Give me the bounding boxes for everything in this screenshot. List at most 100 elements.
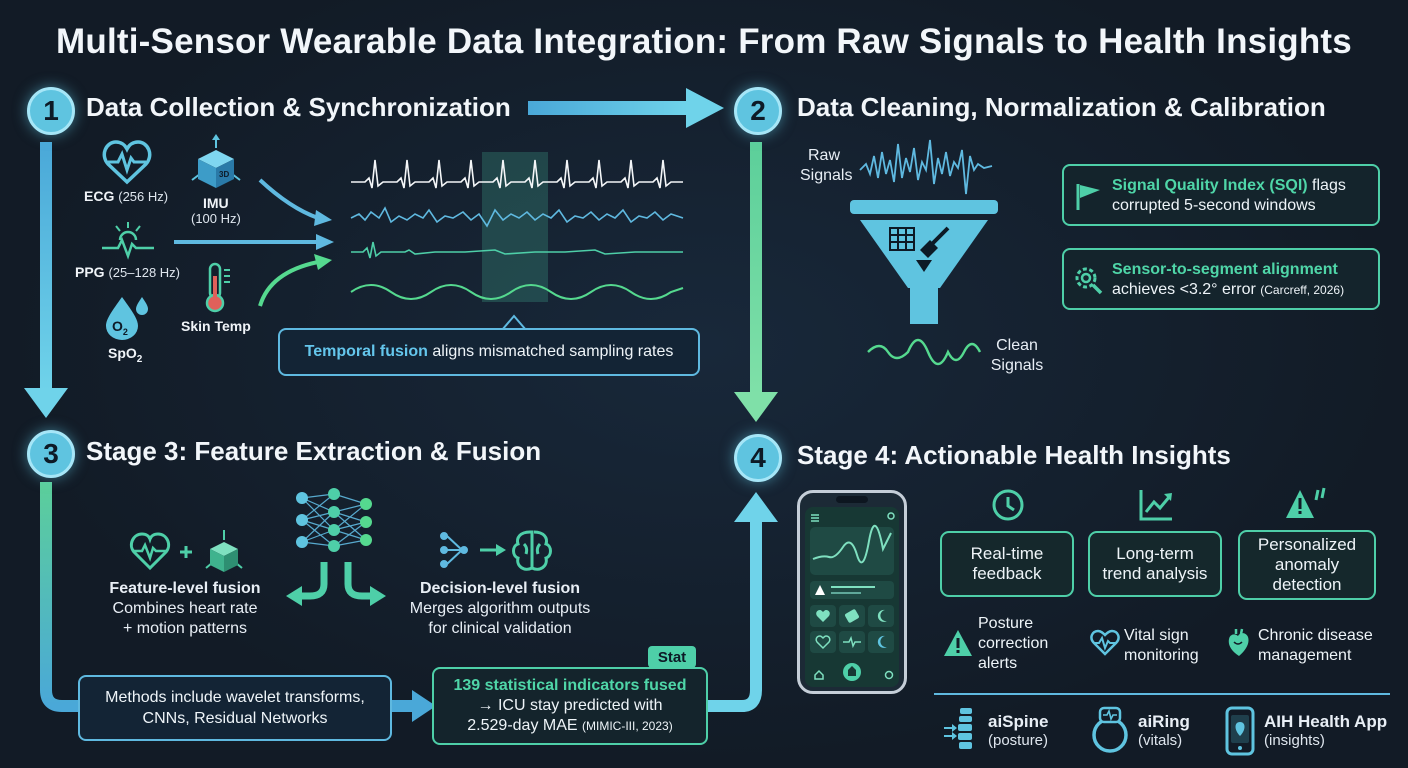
- funnel-brush-icon: [920, 226, 950, 258]
- posture-alert-l2: correction: [978, 635, 1049, 652]
- split-arrows: [286, 562, 386, 606]
- o2-symbol: O: [112, 318, 123, 334]
- synchronized-waveforms: [350, 152, 684, 302]
- feature-fusion-line2: + motion patterns: [122, 620, 248, 637]
- temp-waveform: [350, 284, 684, 300]
- skin-temp-label: Skin Temp: [181, 318, 251, 334]
- insight-card-anomaly-l2: anomaly: [1274, 555, 1340, 574]
- clean-signals-line1: Clean: [996, 337, 1038, 354]
- methods-box: Methods include wavelet transforms, CNNs…: [78, 675, 392, 741]
- phone-nav-home-icon: [814, 669, 824, 680]
- stat-line2: → ICU stay predicted with: [477, 697, 663, 714]
- vital-sign-l2: monitoring: [1124, 647, 1199, 664]
- phone-nav-settings-icon: [884, 670, 894, 680]
- temporal-fusion-text: aligns mismatched sampling rates: [432, 343, 674, 360]
- main-title: Multi-Sensor Wearable Data Integration: …: [56, 22, 1352, 61]
- insight-card-anomaly-l3: detection: [1272, 575, 1342, 594]
- neural-network-icon: [296, 488, 372, 552]
- imu-rate: (100 Hz): [191, 211, 241, 226]
- methods-line1: Methods include wavelet transforms,: [105, 689, 365, 706]
- arrow-stage2-to-stage4: [734, 142, 778, 422]
- ppg-waveform: [351, 241, 683, 259]
- posture-alert-l1: Posture: [978, 615, 1034, 632]
- phone-dashboard: [810, 512, 895, 681]
- clean-signals-line2: Signals: [990, 357, 1044, 374]
- ecg-label: ECG: [84, 188, 115, 204]
- stat-line1: 139 statistical indicators fused: [453, 677, 687, 694]
- plus-icon: [180, 546, 192, 558]
- phone-notch: [836, 496, 868, 503]
- spo2-label: SpO: [108, 345, 137, 361]
- stage4-title: Stage 4: Actionable Health Insights: [797, 440, 1231, 470]
- sqi-text-1: flags: [1312, 177, 1346, 194]
- imu-waveform: [350, 206, 684, 228]
- insight-card-realtime-l1: Real-time: [970, 544, 1044, 563]
- motion-cube-icon: [205, 530, 243, 572]
- sensor-input-arrows: [174, 178, 334, 307]
- products-divider: [934, 693, 1390, 695]
- o2-symbol-sub: 2: [122, 326, 128, 337]
- stage3-number: 3: [27, 430, 75, 478]
- flag-icon: [1076, 184, 1100, 210]
- arrow-stage1-to-stage3: [24, 142, 68, 418]
- alignment-box: Sensor-to-segment alignment achieves <3.…: [1062, 248, 1380, 310]
- ecg-waveform: [351, 159, 683, 189]
- posture-warning-icon: [944, 630, 972, 656]
- smart-ring-icon: [1092, 706, 1128, 753]
- stat-tag: Stat: [648, 646, 696, 668]
- funnel-grid-icon: [889, 227, 915, 251]
- temporal-fusion-box: Temporal fusion aligns mismatched sampli…: [278, 328, 700, 376]
- ppg-rate: (25–128 Hz): [108, 265, 181, 280]
- phone-menu-icon: [811, 514, 819, 522]
- vital-heart-icon: [1090, 629, 1120, 656]
- phone-mockup: [797, 490, 907, 694]
- filter-funnel-icon: [850, 200, 998, 324]
- alignment-citation: (Carcreff, 2026): [1260, 283, 1345, 297]
- anatomical-heart-icon: [1228, 628, 1249, 656]
- sqi-text-2: corrupted 5-second windows: [1112, 197, 1316, 214]
- health-app-phone-icon: [1225, 706, 1255, 756]
- merge-flow-icon: [440, 532, 468, 568]
- gear-search-icon: [1075, 267, 1103, 295]
- heart-ecg-icon: [102, 140, 152, 185]
- phone-screen: [805, 507, 899, 687]
- product-aih-app-name: AIH Health App: [1264, 712, 1388, 731]
- phone-profile-icon: [887, 512, 895, 520]
- oxygen-drop-icon: [106, 297, 148, 340]
- stat-line3: 2.529-day MAE: [467, 717, 578, 734]
- stage2-number: 2: [734, 87, 782, 135]
- sqi-box: Signal Quality Index (SQI) flags corrupt…: [1062, 164, 1380, 226]
- sync-window-highlight: [482, 152, 548, 302]
- chronic-disease-l2: management: [1258, 647, 1352, 664]
- imu-cube-label: 3D: [219, 170, 230, 179]
- decision-fusion-title: Decision-level fusion: [419, 580, 581, 597]
- ecg-rate: (256 Hz): [118, 189, 169, 204]
- decision-fusion-line2: for clinical validation: [428, 620, 572, 637]
- stage3-title: Stage 3: Feature Extraction & Fusion: [86, 436, 542, 466]
- spine-icon: [944, 708, 972, 749]
- heart-rate-icon: [129, 532, 171, 571]
- product-aih-app-sub: (insights): [1264, 732, 1325, 749]
- feature-fusion-icons: [129, 530, 243, 572]
- phone-heart-icon: [816, 610, 830, 622]
- product-airing-sub: (vitals): [1138, 732, 1183, 749]
- alignment-text: achieves <3.2° error: [1112, 281, 1256, 298]
- alignment-highlight: Sensor-to-segment alignment: [1112, 261, 1338, 278]
- feature-fusion-line1: Combines heart rate: [112, 600, 258, 617]
- imu-cube-icon: [191, 134, 241, 188]
- insight-card-realtime-l2: feedback: [972, 564, 1042, 583]
- temporal-fusion-highlight: Temporal fusion: [304, 343, 428, 360]
- raw-signals-line2: Signals: [800, 167, 853, 184]
- brain-icon: [512, 530, 552, 571]
- raw-signal-waveform: [859, 139, 993, 195]
- phone-activity-icon: [845, 609, 859, 623]
- product-aispine-name: aiSpine: [988, 712, 1049, 731]
- decision-fusion-icons: [440, 530, 552, 571]
- insight-card-anomaly-l1: Personalized: [1257, 535, 1357, 554]
- stage4-number: 4: [734, 434, 782, 482]
- stage2-title: Data Cleaning, Normalization & Calibrati…: [797, 92, 1326, 122]
- product-aispine-sub: (posture): [988, 732, 1049, 749]
